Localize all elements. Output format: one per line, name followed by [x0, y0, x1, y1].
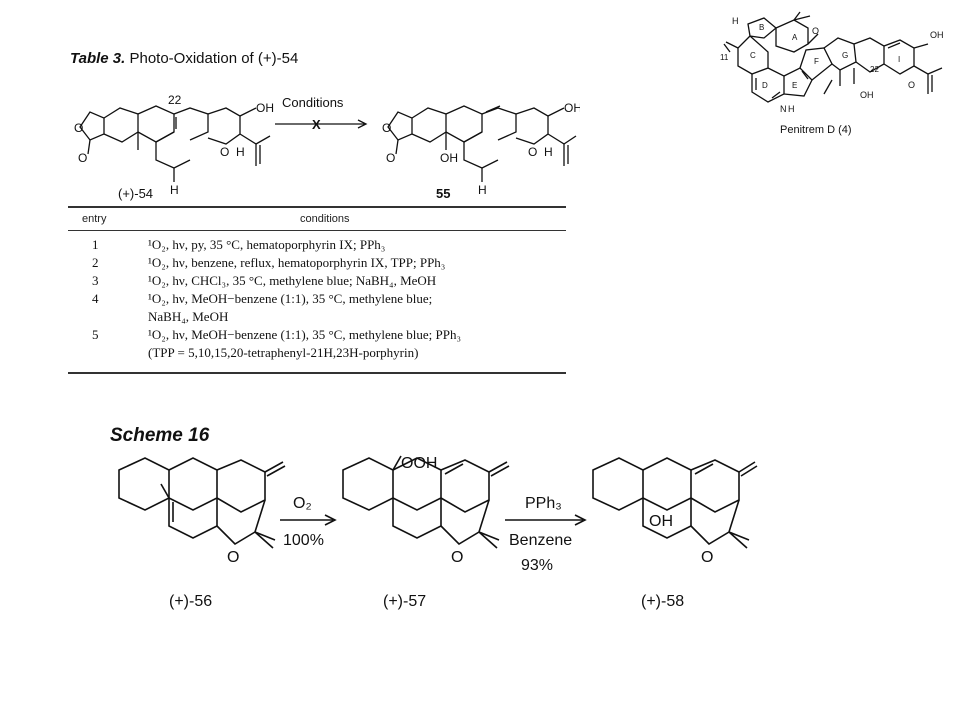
row-conditions-continuation: NaBH₄, MeOH [148, 309, 229, 324]
carbonyl-o-54: O [78, 151, 87, 165]
step2-solvent: Benzene [509, 532, 572, 549]
table3-reaction-diagram: O O 22 OH O H H O O OH OH O H H Conditio… [74, 93, 580, 197]
penitrem-ring-o2: O [908, 80, 915, 90]
oh-54: OH [256, 101, 274, 115]
header-entry: entry [82, 213, 107, 225]
scheme-oh-58: OH [649, 513, 673, 530]
ring-label-e: E [792, 81, 797, 90]
compound-54-label: (+)-54 [118, 186, 154, 201]
table-bottom-rule [68, 372, 566, 374]
step2-reagent: PPh₃ [525, 495, 562, 512]
step2-yield: 93% [521, 557, 553, 574]
table-title-text: Photo-Oxidation of (+)-54 [129, 50, 299, 67]
compound-58-label: (+)-58 [641, 593, 684, 610]
row-conditions: ¹O₂, hν, benzene, reflux, hematoporphyri… [148, 255, 446, 270]
carbonyl-o-55: O [386, 151, 395, 165]
step1-yield: 100% [283, 532, 324, 549]
penitrem-oh2: OH [930, 30, 944, 40]
arrow-blocked-mark: X [312, 117, 321, 132]
compound-57-label: (+)-57 [383, 593, 426, 610]
row-conditions: ¹O₂, hν, MeOH−benzene (1:1), 35 °C, meth… [148, 327, 461, 342]
penitrem-h1: H [732, 16, 739, 26]
penitrem-caption: Penitrem D (4) [780, 124, 852, 136]
atom-11-label: 11 [720, 53, 729, 62]
step1-reagent: O₂ [293, 495, 312, 512]
lactone-o-55: O [382, 121, 391, 135]
ring-label-a: A [792, 33, 798, 42]
atom-22-label-penitrem: 22 [870, 65, 879, 74]
ring-label-b: B [759, 23, 764, 32]
compound-55-label: 55 [436, 186, 451, 201]
ring-label-d: D [762, 81, 768, 90]
row-entry: 4 [92, 291, 99, 306]
ring-label-c: C [750, 51, 756, 60]
penitrem-ring-o1: O [812, 26, 819, 36]
scheme-o-57: O [451, 549, 463, 566]
row-conditions-continuation: (TPP = 5,10,15,20-tetraphenyl-21H,23H-po… [148, 345, 419, 360]
scheme-o-56: O [227, 549, 239, 566]
penitrem-d-structure: H B A O C 11 D E F G 22 I N H OH OH O [720, 11, 944, 114]
ring-label-f: F [814, 57, 819, 66]
oh-55: OH [564, 101, 580, 115]
lactone-o-54: O [74, 121, 83, 135]
table-top-rule [68, 206, 566, 208]
compound-56-label: (+)-56 [169, 593, 212, 610]
header-conditions: conditions [300, 213, 350, 225]
row-conditions: ¹O₂, hν, py, 35 °C, hematoporphyrin IX; … [148, 237, 386, 252]
penitrem-nh-n: N [780, 104, 787, 114]
scheme-o-58: O [701, 549, 713, 566]
arrow-label: Conditions [282, 95, 344, 110]
row-conditions: ¹O₂, hν, MeOH−benzene (1:1), 35 °C, meth… [148, 291, 433, 306]
table-header-rule [68, 230, 566, 231]
oh-55-tertiary: OH [440, 151, 458, 165]
row-entry: 2 [92, 255, 99, 270]
h-55-b: H [544, 145, 553, 159]
pyran-o-55: O [528, 145, 537, 159]
scheme-title: Scheme 16 [110, 425, 210, 446]
table-title-prefix: Table 3. [70, 50, 126, 67]
row-entry: 5 [92, 327, 99, 342]
ring-label-g: G [842, 51, 848, 60]
penitrem-oh1: OH [860, 90, 874, 100]
penitrem-nh-h: H [788, 104, 795, 114]
ring-label-i: I [898, 55, 900, 64]
h-55-a: H [478, 183, 487, 197]
scheme16-diagram: O OOH O OH O O₂ 100% PPh₃ Benzene 93% (+… [118, 455, 758, 610]
row-conditions: ¹O₂, hν, CHCl₃, 35 °C, methylene blue; N… [148, 273, 437, 288]
pyran-o-54: O [220, 145, 229, 159]
h-54-b: H [236, 145, 245, 159]
table-title: Table 3. Photo-Oxidation of (+)-54 [70, 50, 298, 67]
scheme-ooh: OOH [401, 455, 437, 472]
h-54-a: H [170, 183, 179, 197]
row-entry: 3 [92, 273, 99, 288]
atom-22-label: 22 [168, 93, 182, 107]
row-entry: 1 [92, 237, 99, 252]
